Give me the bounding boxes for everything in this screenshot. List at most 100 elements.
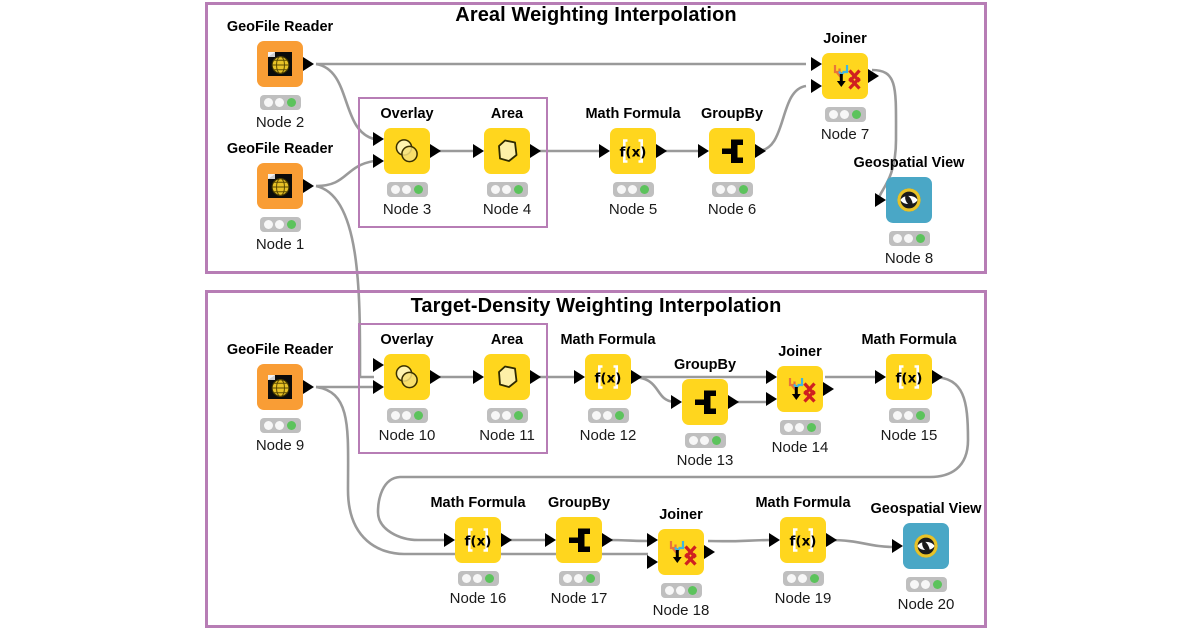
node-input-port[interactable] [373, 154, 384, 168]
node-title-label: GroupBy [700, 106, 764, 122]
node-input-port[interactable] [647, 555, 658, 569]
node-output-port[interactable] [602, 533, 613, 547]
status-light-queued [402, 411, 412, 420]
node-output-port[interactable] [932, 370, 943, 384]
node-output-port[interactable] [704, 545, 715, 559]
node-input-port[interactable] [892, 539, 903, 553]
node-input-port[interactable] [647, 533, 658, 547]
node-title-label: GeoFile Reader [226, 342, 334, 358]
node-input-port[interactable] [671, 395, 682, 409]
node-output-port[interactable] [656, 144, 667, 158]
node-input-port[interactable] [766, 370, 777, 384]
node-input-port[interactable] [875, 193, 886, 207]
node-output-port[interactable] [631, 370, 642, 384]
status-light-executed [852, 110, 862, 119]
node-box-geofile-reader-icon[interactable] [257, 364, 303, 410]
node-output-port[interactable] [303, 179, 314, 193]
node-input-port[interactable] [545, 533, 556, 547]
status-light-executed [414, 185, 424, 194]
node-status-bar [711, 182, 753, 197]
status-light-executed [514, 411, 524, 420]
geospatial-view-icon [903, 523, 949, 569]
node-status-bar [779, 420, 821, 435]
node-box-joiner-icon[interactable] [658, 529, 704, 575]
area-icon [484, 354, 530, 400]
node-output-port[interactable] [501, 533, 512, 547]
node-input-port[interactable] [473, 144, 484, 158]
node-input-port[interactable] [766, 392, 777, 406]
node-title-label: GroupBy [547, 495, 611, 511]
status-light-queued [603, 411, 613, 420]
node-title-label: Geospatial View [870, 501, 982, 517]
node-input-port[interactable] [811, 79, 822, 93]
node-input-port[interactable] [473, 370, 484, 384]
node-input-port[interactable] [769, 533, 780, 547]
status-light-idle [263, 220, 273, 229]
node-id-caption: Node 7 [820, 126, 870, 143]
status-light-idle [490, 411, 500, 420]
node-box-groupby-icon[interactable] [556, 517, 602, 563]
node-box-joiner-icon[interactable] [822, 53, 868, 99]
node-id-caption: Node 15 [880, 427, 938, 444]
node-box-overlay-icon[interactable] [384, 128, 430, 174]
node-input-port[interactable] [574, 370, 585, 384]
node-id-caption: Node 1 [255, 236, 305, 253]
node-box-geofile-reader-icon[interactable] [257, 41, 303, 87]
node-title-label: Math Formula [585, 106, 681, 122]
status-light-executed [640, 185, 650, 194]
node-input-port[interactable] [698, 144, 709, 158]
node-box-geospatial-view-icon[interactable] [903, 523, 949, 569]
node-output-port[interactable] [755, 144, 766, 158]
node-status-bar [684, 433, 726, 448]
status-light-executed [810, 574, 820, 583]
node-box-area-icon[interactable] [484, 354, 530, 400]
math-formula-icon [455, 517, 501, 563]
node-output-port[interactable] [303, 380, 314, 394]
node-box-math-formula-icon[interactable] [455, 517, 501, 563]
node-output-port[interactable] [530, 144, 541, 158]
status-light-executed [414, 411, 424, 420]
node-title-label: GroupBy [673, 357, 737, 373]
node-status-bar [660, 583, 702, 598]
node-status-bar [612, 182, 654, 197]
node-box-groupby-icon[interactable] [682, 379, 728, 425]
node-input-port[interactable] [373, 380, 384, 394]
status-light-queued [795, 423, 805, 432]
status-light-queued [275, 98, 285, 107]
node-id-caption: Node 14 [771, 439, 829, 456]
status-light-idle [562, 574, 572, 583]
node-input-port[interactable] [373, 132, 384, 146]
node-output-port[interactable] [826, 533, 837, 547]
node-output-port[interactable] [823, 382, 834, 396]
node-id-caption: Node 18 [652, 602, 710, 619]
node-box-geospatial-view-icon[interactable] [886, 177, 932, 223]
node-box-joiner-icon[interactable] [777, 366, 823, 412]
node-input-port[interactable] [875, 370, 886, 384]
node-box-area-icon[interactable] [484, 128, 530, 174]
status-light-queued [676, 586, 686, 595]
node-box-math-formula-icon[interactable] [610, 128, 656, 174]
node-output-port[interactable] [430, 370, 441, 384]
status-light-idle [892, 411, 902, 420]
node-output-port[interactable] [430, 144, 441, 158]
node-output-port[interactable] [868, 69, 879, 83]
node-input-port[interactable] [811, 57, 822, 71]
node-box-geofile-reader-icon[interactable] [257, 163, 303, 209]
node-input-port[interactable] [599, 144, 610, 158]
node-id-caption: Node 4 [482, 201, 532, 218]
node-box-groupby-icon[interactable] [709, 128, 755, 174]
node-title-label: Joiner [778, 344, 822, 360]
status-light-executed [916, 411, 926, 420]
node-output-port[interactable] [303, 57, 314, 71]
node-input-port[interactable] [373, 358, 384, 372]
node-input-port[interactable] [444, 533, 455, 547]
node-box-math-formula-icon[interactable] [585, 354, 631, 400]
status-light-executed [933, 580, 943, 589]
node-output-port[interactable] [530, 370, 541, 384]
node-box-math-formula-icon[interactable] [886, 354, 932, 400]
status-light-idle [892, 234, 902, 243]
node-box-math-formula-icon[interactable] [780, 517, 826, 563]
node-box-overlay-icon[interactable] [384, 354, 430, 400]
status-light-queued [275, 220, 285, 229]
node-output-port[interactable] [728, 395, 739, 409]
